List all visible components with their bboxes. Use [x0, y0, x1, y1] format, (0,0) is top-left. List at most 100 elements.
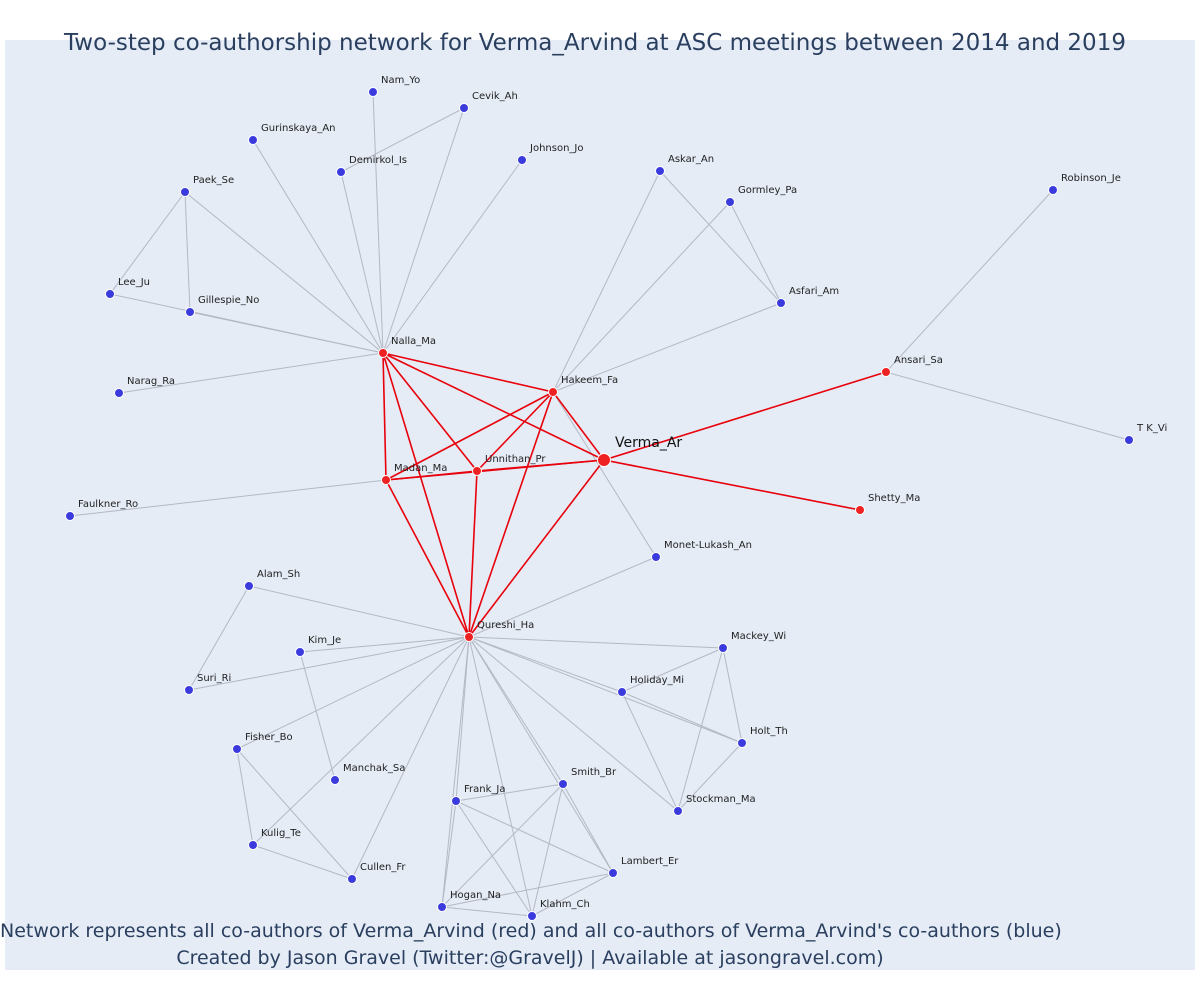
- node-holiday-mi[interactable]: [617, 687, 627, 697]
- edge-hakeem-fa-monet-lukash-an: [552, 391, 657, 558]
- edge-hogan-na-klahm-ch: [441, 906, 533, 917]
- node-demirkol-is[interactable]: [336, 167, 346, 177]
- edge-qureshi-ha-smith-br: [468, 636, 564, 785]
- edge-nalla-ma-gurinskaya-an: [252, 139, 384, 354]
- node-label-cevik-ah: Cevik_Ah: [472, 91, 518, 102]
- edge-qureshi-ha-lambert-er: [468, 636, 614, 874]
- edge-qureshi-ha-mackey-wi: [468, 636, 724, 649]
- node-label-manchak-sa: Manchak_Sa: [343, 763, 405, 774]
- edge-qureshi-ha-suri-ri: [188, 636, 470, 691]
- node-label-kulig-te: Kulig_Te: [261, 828, 301, 839]
- node-label-stockman-ma: Stockman_Ma: [686, 794, 756, 805]
- node-asfari-am[interactable]: [776, 298, 786, 308]
- node-gurinskaya-an[interactable]: [248, 135, 258, 145]
- node-holt-th[interactable]: [737, 738, 747, 748]
- node-label-johnson-jo: Johnson_Jo: [529, 143, 583, 154]
- node-lee-ju[interactable]: [105, 289, 115, 299]
- node-nalla-ma[interactable]: [378, 348, 388, 358]
- edge-kulig-te-cullen-fr: [252, 844, 353, 880]
- node-alam-sh[interactable]: [244, 581, 254, 591]
- node-label-demirkol-is: Demirkol_Is: [349, 155, 407, 166]
- node-label-madan-ma: Madan_Ma: [394, 463, 447, 474]
- node-kulig-te[interactable]: [248, 840, 258, 850]
- edge-ansari-sa-robinson-je: [885, 189, 1054, 373]
- node-shetty-ma[interactable]: [855, 505, 865, 515]
- node-johnson-jo[interactable]: [517, 155, 527, 165]
- node-nam-yo[interactable]: [368, 87, 378, 97]
- edge-madan-ma-faulkner-ro: [69, 479, 387, 517]
- node-mackey-wi[interactable]: [718, 643, 728, 653]
- node-monet-lukash-an[interactable]: [651, 552, 661, 562]
- node-label-lee-ju: Lee_Ju: [118, 277, 150, 288]
- edge-qureshi-ha-hogan-na: [441, 636, 470, 908]
- edge-qureshi-ha-kim-je: [299, 636, 470, 653]
- node-qureshi-ha[interactable]: [464, 632, 474, 642]
- edge-nalla-ma-narag-ra: [118, 352, 384, 394]
- edge-mackey-wi-stockman-ma: [677, 647, 724, 812]
- edge-verma-ar-hakeem-fa: [552, 391, 605, 461]
- node-label-qureshi-ha: Qureshi_Ha: [477, 620, 534, 631]
- node-t-k-vi[interactable]: [1124, 435, 1134, 445]
- nodes-layer: [65, 87, 1134, 921]
- node-verma-ar[interactable]: [597, 453, 611, 467]
- edge-madan-ma-qureshi-ha: [385, 479, 470, 638]
- node-label-gillespie-no: Gillespie_No: [198, 295, 259, 306]
- node-label-suri-ri: Suri_Ri: [197, 673, 231, 684]
- edges-layer: [69, 91, 1130, 917]
- node-label-alam-sh: Alam_Sh: [257, 569, 300, 580]
- node-hogan-na[interactable]: [437, 902, 447, 912]
- edge-nalla-ma-madan-ma: [382, 352, 387, 481]
- node-label-gurinskaya-an: Gurinskaya_An: [261, 123, 336, 134]
- edge-askar-an-asfari-am: [659, 170, 782, 304]
- edge-demirkol-is-cevik-ah: [340, 107, 465, 173]
- edge-nalla-ma-cevik-ah: [382, 107, 465, 354]
- node-manchak-sa[interactable]: [330, 775, 340, 785]
- node-label-narag-ra: Narag_Ra: [127, 376, 175, 387]
- node-paek-se[interactable]: [180, 187, 190, 197]
- edge-qureshi-ha-stockman-ma: [468, 636, 679, 812]
- node-label-paek-se: Paek_Se: [193, 175, 234, 186]
- node-label-asfari-am: Asfari_Am: [789, 286, 839, 297]
- node-hakeem-fa[interactable]: [548, 387, 558, 397]
- edge-fisher-bo-cullen-fr: [236, 748, 353, 880]
- node-label-gormley-pa: Gormley_Pa: [738, 185, 797, 196]
- node-cullen-fr[interactable]: [347, 874, 357, 884]
- node-fisher-bo[interactable]: [232, 744, 242, 754]
- node-unnithan-pr[interactable]: [472, 466, 482, 476]
- edge-qureshi-ha-cullen-fr: [351, 636, 470, 880]
- node-faulkner-ro[interactable]: [65, 511, 75, 521]
- node-stockman-ma[interactable]: [673, 806, 683, 816]
- node-askar-an[interactable]: [655, 166, 665, 176]
- node-frank-ja[interactable]: [451, 796, 461, 806]
- edge-paek-se-lee-ju: [109, 191, 186, 295]
- node-label-hogan-na: Hogan_Na: [450, 890, 501, 901]
- edge-hakeem-fa-gormley-pa: [552, 201, 731, 393]
- node-klahm-ch[interactable]: [527, 911, 537, 921]
- node-label-cullen-fr: Cullen_Fr: [360, 862, 406, 873]
- node-gormley-pa[interactable]: [725, 197, 735, 207]
- caption-line-2: Created by Jason Gravel (Twitter:@Gravel…: [176, 947, 884, 969]
- node-label-nalla-ma: Nalla_Ma: [391, 336, 436, 347]
- node-madan-ma[interactable]: [381, 475, 391, 485]
- edge-nalla-ma-paek-se: [184, 191, 384, 354]
- node-ansari-sa[interactable]: [881, 367, 891, 377]
- labels-layer: Verma_ArNalla_MaHakeem_FaUnnithan_PrMada…: [78, 75, 1167, 910]
- node-label-faulkner-ro: Faulkner_Ro: [78, 499, 138, 510]
- edge-holiday-mi-holt-th: [621, 691, 743, 744]
- node-kim-je[interactable]: [295, 647, 305, 657]
- node-lambert-er[interactable]: [608, 868, 618, 878]
- node-robinson-je[interactable]: [1048, 185, 1058, 195]
- plot-area: [5, 40, 1195, 970]
- node-suri-ri[interactable]: [184, 685, 194, 695]
- edge-qureshi-ha-alam-sh: [248, 585, 470, 638]
- node-label-holiday-mi: Holiday_Mi: [630, 675, 684, 686]
- node-narag-ra[interactable]: [114, 388, 124, 398]
- node-gillespie-no[interactable]: [185, 307, 195, 317]
- node-label-frank-ja: Frank_Ja: [464, 784, 505, 795]
- edge-verma-ar-qureshi-ha: [468, 459, 605, 638]
- node-cevik-ah[interactable]: [459, 103, 469, 113]
- node-smith-br[interactable]: [558, 779, 568, 789]
- edge-frank-ja-lambert-er: [455, 800, 614, 874]
- node-label-holt-th: Holt_Th: [750, 726, 788, 737]
- edge-nalla-ma-hakeem-fa: [382, 352, 554, 393]
